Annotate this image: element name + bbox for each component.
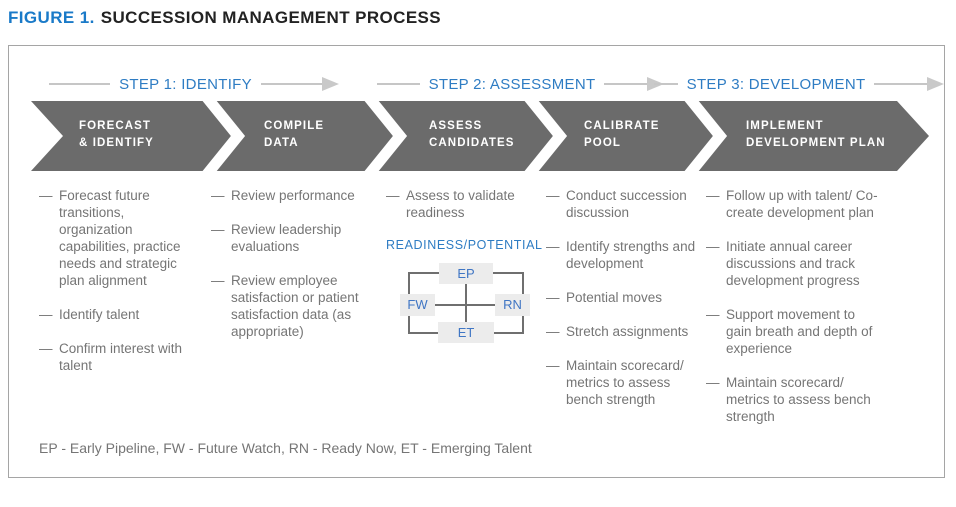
stage-title-line1: CALIBRATE	[584, 120, 660, 132]
list-item: Conduct succession discussion	[546, 187, 701, 221]
list-item: Maintain scorecard/ metrics to assess be…	[546, 357, 701, 408]
readiness-potential-label: READINESS/POTENTIAL	[386, 238, 543, 252]
matrix-node-ep: EP	[439, 263, 493, 284]
step-header-development: STEP 3: DEVELOPMENT	[654, 75, 944, 93]
stage-list-assess-candidates: Assess to validate readiness	[386, 187, 536, 221]
step-trailer-line	[604, 83, 648, 85]
list-item: Identify talent	[39, 306, 194, 323]
process-chevron-band	[31, 101, 929, 171]
stage-title-line1: ASSESS	[429, 120, 483, 132]
stage-title-line2: CANDIDATES	[429, 137, 515, 149]
step-trailer-line	[874, 83, 927, 85]
step-header-assessment: STEP 2: ASSESSMENT	[377, 75, 665, 93]
list-item: Stretch assignments	[546, 323, 701, 340]
list-item: Forecast future transitions, organizatio…	[39, 187, 194, 289]
list-item: Potential moves	[546, 289, 701, 306]
figure-title-text: SUCCESSION MANAGEMENT PROCESS	[100, 8, 442, 27]
stage-title-calibrate-pool: CALIBRATE POOL	[584, 118, 660, 152]
stage-list-compile-data: Review performanceReview leadership eval…	[211, 187, 371, 357]
list-item: Assess to validate readiness	[386, 187, 536, 221]
list-item: Review leadership evaluations	[211, 221, 371, 255]
stage-title-assess-candidates: ASSESS CANDIDATES	[429, 118, 515, 152]
step-leader-line	[654, 83, 678, 85]
list-item: Identify strengths and development	[546, 238, 701, 272]
readiness-potential-matrix: EP FW RN ET	[394, 261, 536, 345]
matrix-node-et: ET	[438, 322, 494, 343]
figure-title: FIGURE 1. SUCCESSION MANAGEMENT PROCESS	[8, 8, 441, 28]
step-label: STEP 1: IDENTIFY	[119, 75, 252, 93]
stage-title-compile-data: COMPILE DATA	[264, 118, 324, 152]
step-label: STEP 3: DEVELOPMENT	[686, 75, 866, 93]
list-item: Follow up with talent/ Co-create develop…	[706, 187, 883, 221]
figure-label: FIGURE 1.	[8, 8, 95, 27]
diagram-frame: STEP 1: IDENTIFY STEP 2: ASSESSMENT STEP…	[8, 45, 945, 478]
matrix-node-fw: FW	[400, 294, 435, 316]
step-leader-line	[49, 83, 111, 85]
stage-title-line2: POOL	[584, 137, 621, 149]
stage-title-line2: DEVELOPMENT PLAN	[746, 137, 886, 149]
step-leader-line	[377, 83, 420, 85]
arrow-right-icon	[927, 77, 944, 91]
matrix-node-rn: RN	[495, 294, 530, 316]
list-item: Confirm interest with talent	[39, 340, 194, 374]
stage-list-calibrate-pool: Conduct succession discussionIdentify st…	[546, 187, 701, 425]
stage-title-line1: COMPILE	[264, 120, 325, 132]
abbreviation-legend: EP - Early Pipeline, FW - Future Watch, …	[39, 440, 532, 456]
stage-title-line1: IMPLEMENT	[746, 120, 824, 132]
stage-title-line2: & IDENTIFY	[79, 137, 154, 149]
step-label: STEP 2: ASSESSMENT	[428, 75, 596, 93]
list-item: Initiate annual career discussions and t…	[706, 238, 883, 289]
stage-list-implement-plan: Follow up with talent/ Co-create develop…	[706, 187, 883, 442]
list-item: Support movement to gain breath and dept…	[706, 306, 883, 357]
arrow-right-icon	[322, 77, 340, 91]
step-header-identify: STEP 1: IDENTIFY	[49, 75, 340, 93]
stage-column-assess-candidates: Assess to validate readiness READINESS/P…	[386, 187, 543, 345]
list-item: Review performance	[211, 187, 371, 204]
stage-title-line2: DATA	[264, 137, 299, 149]
stage-title-forecast-identify: FORECAST & IDENTIFY	[79, 118, 154, 152]
list-item: Maintain scorecard/ metrics to assess be…	[706, 374, 883, 425]
list-item: Review employee satisfaction or patient …	[211, 272, 371, 340]
stage-title-implement-plan: IMPLEMENT DEVELOPMENT PLAN	[746, 118, 886, 152]
step-trailer-line	[260, 83, 323, 85]
stage-list-forecast-identify: Forecast future transitions, organizatio…	[39, 187, 194, 391]
stage-title-line1: FORECAST	[79, 120, 152, 132]
